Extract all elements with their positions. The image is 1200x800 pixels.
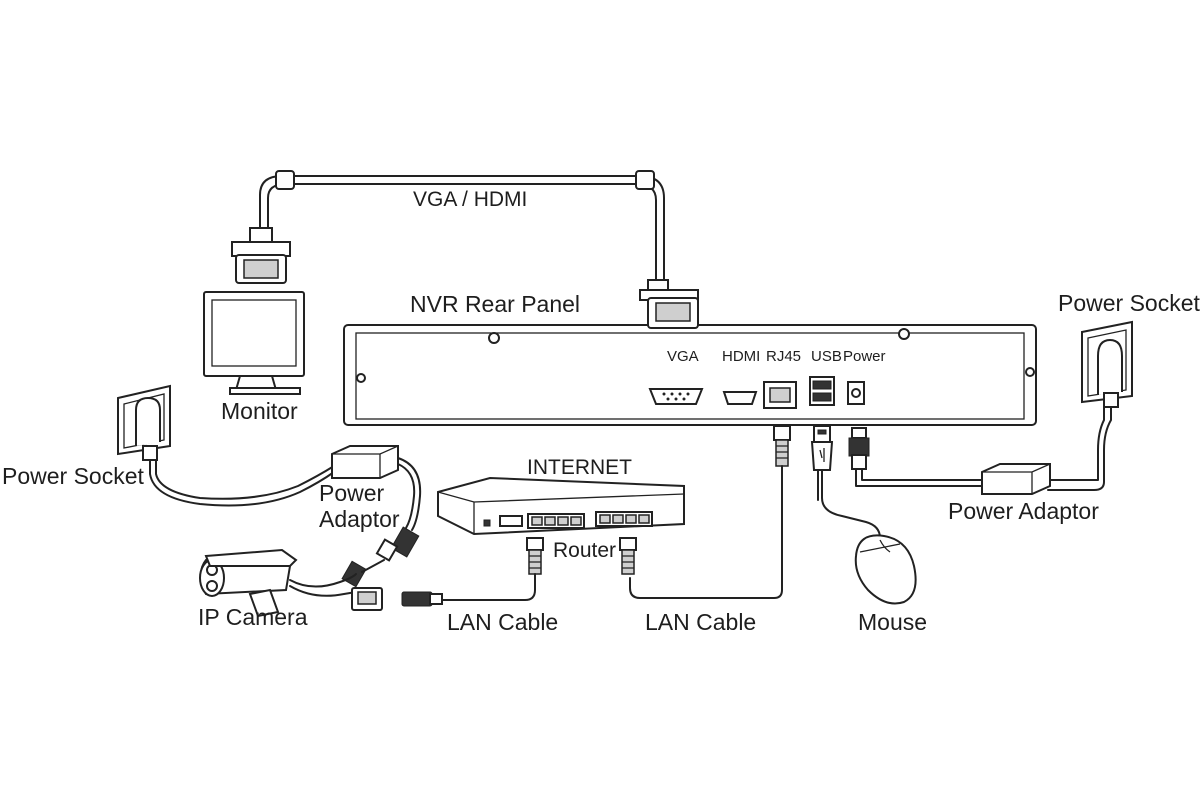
cable-ferrite-right xyxy=(635,170,655,190)
usb-plug-icon xyxy=(810,425,834,471)
lan-cable-left-label: LAN Cable xyxy=(447,609,558,635)
nvr-title: NVR Rear Panel xyxy=(410,291,580,317)
lan-plug-left-icon xyxy=(401,591,443,607)
hdmi-port-icon xyxy=(722,391,758,405)
vga-port-label: VGA xyxy=(667,348,699,365)
ip-camera-label: IP Camera xyxy=(198,604,308,630)
router-label: Router xyxy=(553,539,616,562)
power-socket-left-label: Power Socket xyxy=(2,463,145,489)
power-adaptor-right-label: Power Adaptor xyxy=(948,498,1099,524)
power-port-icon xyxy=(847,381,865,405)
hdmi-port-label: HDMI xyxy=(722,348,760,365)
nvr-rear-panel: VGA HDMI RJ45 USB Power xyxy=(343,324,1037,426)
monitor-label: Monitor xyxy=(221,398,298,424)
vga-plug-monitor-icon xyxy=(231,227,291,284)
internet-label: INTERNET xyxy=(527,456,632,479)
cable-ferrite-left xyxy=(275,170,295,190)
power-adaptor-right-icon xyxy=(981,463,1051,495)
rj45-plug-nvr-icon xyxy=(773,425,791,467)
rj45-plug-router-right-icon xyxy=(619,537,637,575)
rj45-port-label: RJ45 xyxy=(766,348,801,365)
screw-icon xyxy=(898,328,910,340)
monitor-icon xyxy=(203,291,305,395)
ip-camera-icon xyxy=(199,548,298,618)
vga-port-icon xyxy=(648,388,704,405)
mouse-label: Mouse xyxy=(858,609,927,635)
screw-icon xyxy=(1025,367,1035,377)
rj45-plug-router-left-icon xyxy=(526,537,544,575)
power-socket-right-label: Power Socket xyxy=(1058,290,1200,316)
vga-plug-nvr-icon xyxy=(639,279,699,329)
vga-hdmi-label: VGA / HDMI xyxy=(413,188,527,211)
power-plug-icon xyxy=(848,427,870,470)
usb-port-label: USB xyxy=(811,348,842,365)
vga-hdmi-cable xyxy=(259,170,665,283)
power-adaptor-left-label-1: Power xyxy=(319,480,385,506)
rj45-port-icon xyxy=(763,381,797,409)
camera-rj45-coupler-icon xyxy=(351,587,383,611)
power-adaptor-left-label-2: Adaptor xyxy=(319,506,400,532)
mouse-icon xyxy=(854,534,917,605)
usb-port-icon xyxy=(809,376,835,406)
lan-cable-right-label: LAN Cable xyxy=(645,609,756,635)
power-socket-right-icon xyxy=(1081,320,1133,408)
power-socket-left-icon xyxy=(117,384,171,461)
dc-connector-icon xyxy=(341,526,420,588)
router-icon xyxy=(437,476,685,536)
screw-icon xyxy=(488,332,500,344)
power-adaptor-left-icon xyxy=(331,445,399,479)
power-port-label: Power xyxy=(843,348,886,365)
screw-icon xyxy=(356,373,366,383)
router-ports xyxy=(499,511,653,529)
